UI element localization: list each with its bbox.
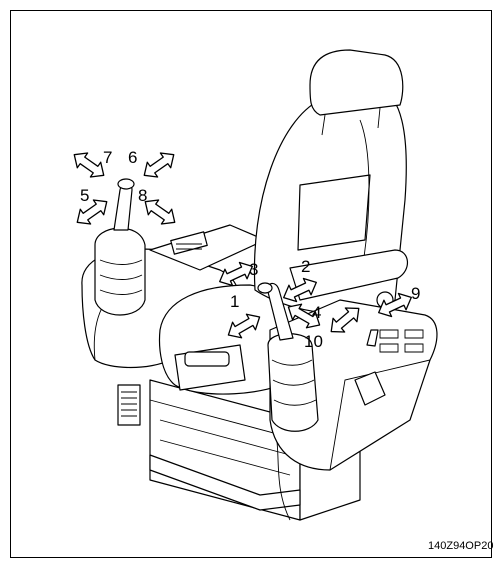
- left-joystick: [94, 178, 146, 316]
- double-arrow-icon-5: [71, 193, 113, 231]
- callout-6: 6: [128, 148, 137, 167]
- right-joystick: [257, 282, 319, 432]
- seat-base-frame: [117, 379, 361, 521]
- callout-8: 8: [138, 186, 147, 205]
- seat-back: [253, 49, 408, 315]
- double-arrow-icon-6: [138, 146, 180, 184]
- image-code: 140Z94OP20: [428, 540, 493, 552]
- callout-4: 4: [312, 303, 321, 322]
- callout-2: 2: [301, 257, 310, 276]
- callout-3: 3: [249, 260, 258, 279]
- callout-9: 9: [411, 284, 420, 303]
- callout-10: 10: [304, 332, 323, 351]
- callout-labels: 7 6 5 8 3 2 1 4 9 10: [80, 148, 420, 351]
- callout-1: 1: [230, 292, 239, 311]
- callout-5: 5: [80, 186, 89, 205]
- callout-7: 7: [103, 148, 112, 167]
